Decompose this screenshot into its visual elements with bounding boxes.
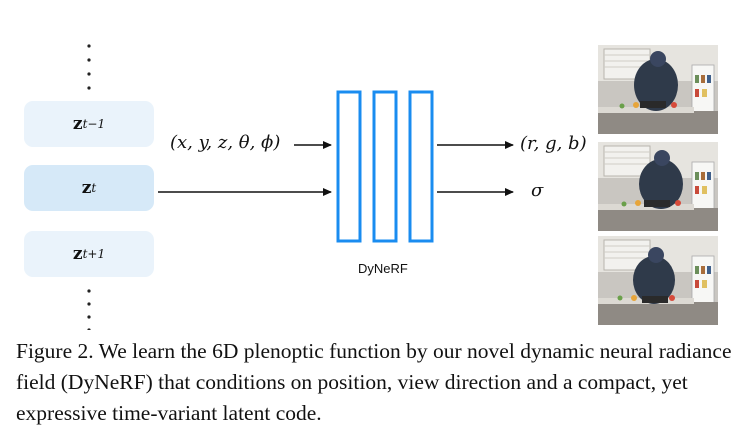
latent-symbol: z — [72, 244, 83, 264]
diagram-graphics — [87, 44, 514, 330]
kitchen-frame-3 — [598, 236, 718, 325]
latent-subscript: t−1 — [82, 117, 106, 131]
figure-caption: Figure 2. We learn the 6D plenoptic func… — [16, 339, 732, 425]
network-label: DyNeRF — [358, 261, 408, 276]
ellipsis-bottom — [87, 289, 91, 330]
rgb-output-label: (r, g, b) — [520, 133, 587, 154]
input-coordinates-label: (x, y, z, θ, ϕ) — [170, 132, 281, 153]
ellipsis-top — [87, 44, 91, 90]
kitchen-frame-1 — [598, 45, 718, 134]
latent-subscript: t+1 — [82, 247, 106, 261]
latent-symbol: z — [72, 114, 83, 134]
network-layer-1 — [336, 90, 362, 243]
network-layer-3 — [408, 90, 434, 243]
network-layer-2 — [372, 90, 398, 243]
sigma-output-label: σ — [531, 180, 544, 201]
latent-subscript: t — [91, 181, 97, 195]
kitchen-frame-2 — [598, 142, 718, 231]
latent-symbol: z — [81, 178, 92, 198]
